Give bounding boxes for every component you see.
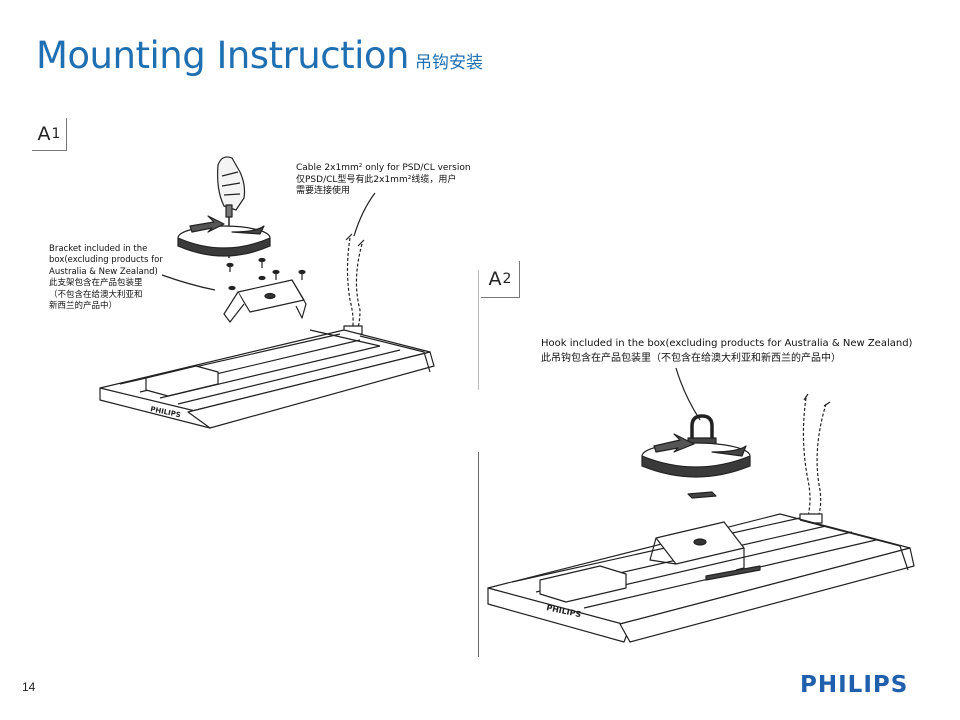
hand-icon [217, 156, 246, 211]
bracket-note-line-5: （不包含在给澳大利亚和 [49, 289, 143, 300]
philips-logo: PHILIPS [800, 672, 909, 698]
hook-leader-line [675, 367, 701, 421]
bracket-note-line-1: Bracket included in the [49, 244, 148, 254]
screw-icon-4 [298, 269, 306, 280]
cable-note-line-2: 仅PSD/CL型号有此2x1mm²线缆，用户 [296, 174, 457, 185]
cable-note-line-3: 需要连接使用 [296, 186, 351, 197]
cable-note: Cable 2x1mm² only for PSD/CL version 仅PS… [296, 163, 471, 198]
bracket-leader-line [161, 274, 216, 291]
hook-note: Hook included in the box(excluding produ… [541, 337, 912, 366]
nut-icon [687, 491, 717, 499]
step-tag-a1-letter: A [37, 123, 51, 145]
hook-note-line-1: Hook included in the box(excluding produ… [541, 338, 913, 349]
luminaire-a1 [99, 329, 435, 429]
rotation-arrow-icon [177, 215, 271, 257]
screw-icon-1 [226, 262, 234, 272]
step-tag-a2-letter: A [488, 268, 502, 290]
bracket-part [223, 279, 307, 323]
bracket-note-line-6: 新西兰的产品中） [49, 301, 118, 312]
hook-note-line-2: 此吊钩包含在产品包装里（不包含在给澳大利亚和新西兰的产品中） [541, 352, 841, 364]
cable-wires [799, 393, 831, 524]
title-chinese: 吊钩安装 [414, 53, 483, 73]
small-nut-icon [228, 275, 266, 291]
bracket-note-line-4: 此支架包含在产品包装里 [49, 278, 143, 289]
cable-note-line-1: Cable 2x1mm² only for PSD/CL version [296, 163, 471, 173]
panel-divider [478, 452, 479, 657]
luminaire-a2 [487, 513, 915, 643]
screw-icon-3 [272, 269, 280, 280]
step-tag-a1-number: 1 [51, 126, 61, 142]
bracket-note-line-3: Australia & New Zealand) [49, 266, 158, 277]
title-main: Mounting Instruction [36, 34, 409, 77]
rotation-arrow-icon [641, 433, 751, 478]
cable-leader-line [353, 192, 376, 237]
step-tag-a2-number: 2 [502, 271, 512, 287]
bracket-note-line-2: box(excluding products for [49, 255, 163, 266]
bracket-note: Bracket included in the box(excluding pr… [49, 244, 163, 313]
panel-divider-upper [478, 270, 479, 390]
a1-illustration: PHILIPS [99, 156, 435, 429]
page-number: 14 [22, 680, 36, 694]
screw-icon-2 [258, 257, 266, 268]
